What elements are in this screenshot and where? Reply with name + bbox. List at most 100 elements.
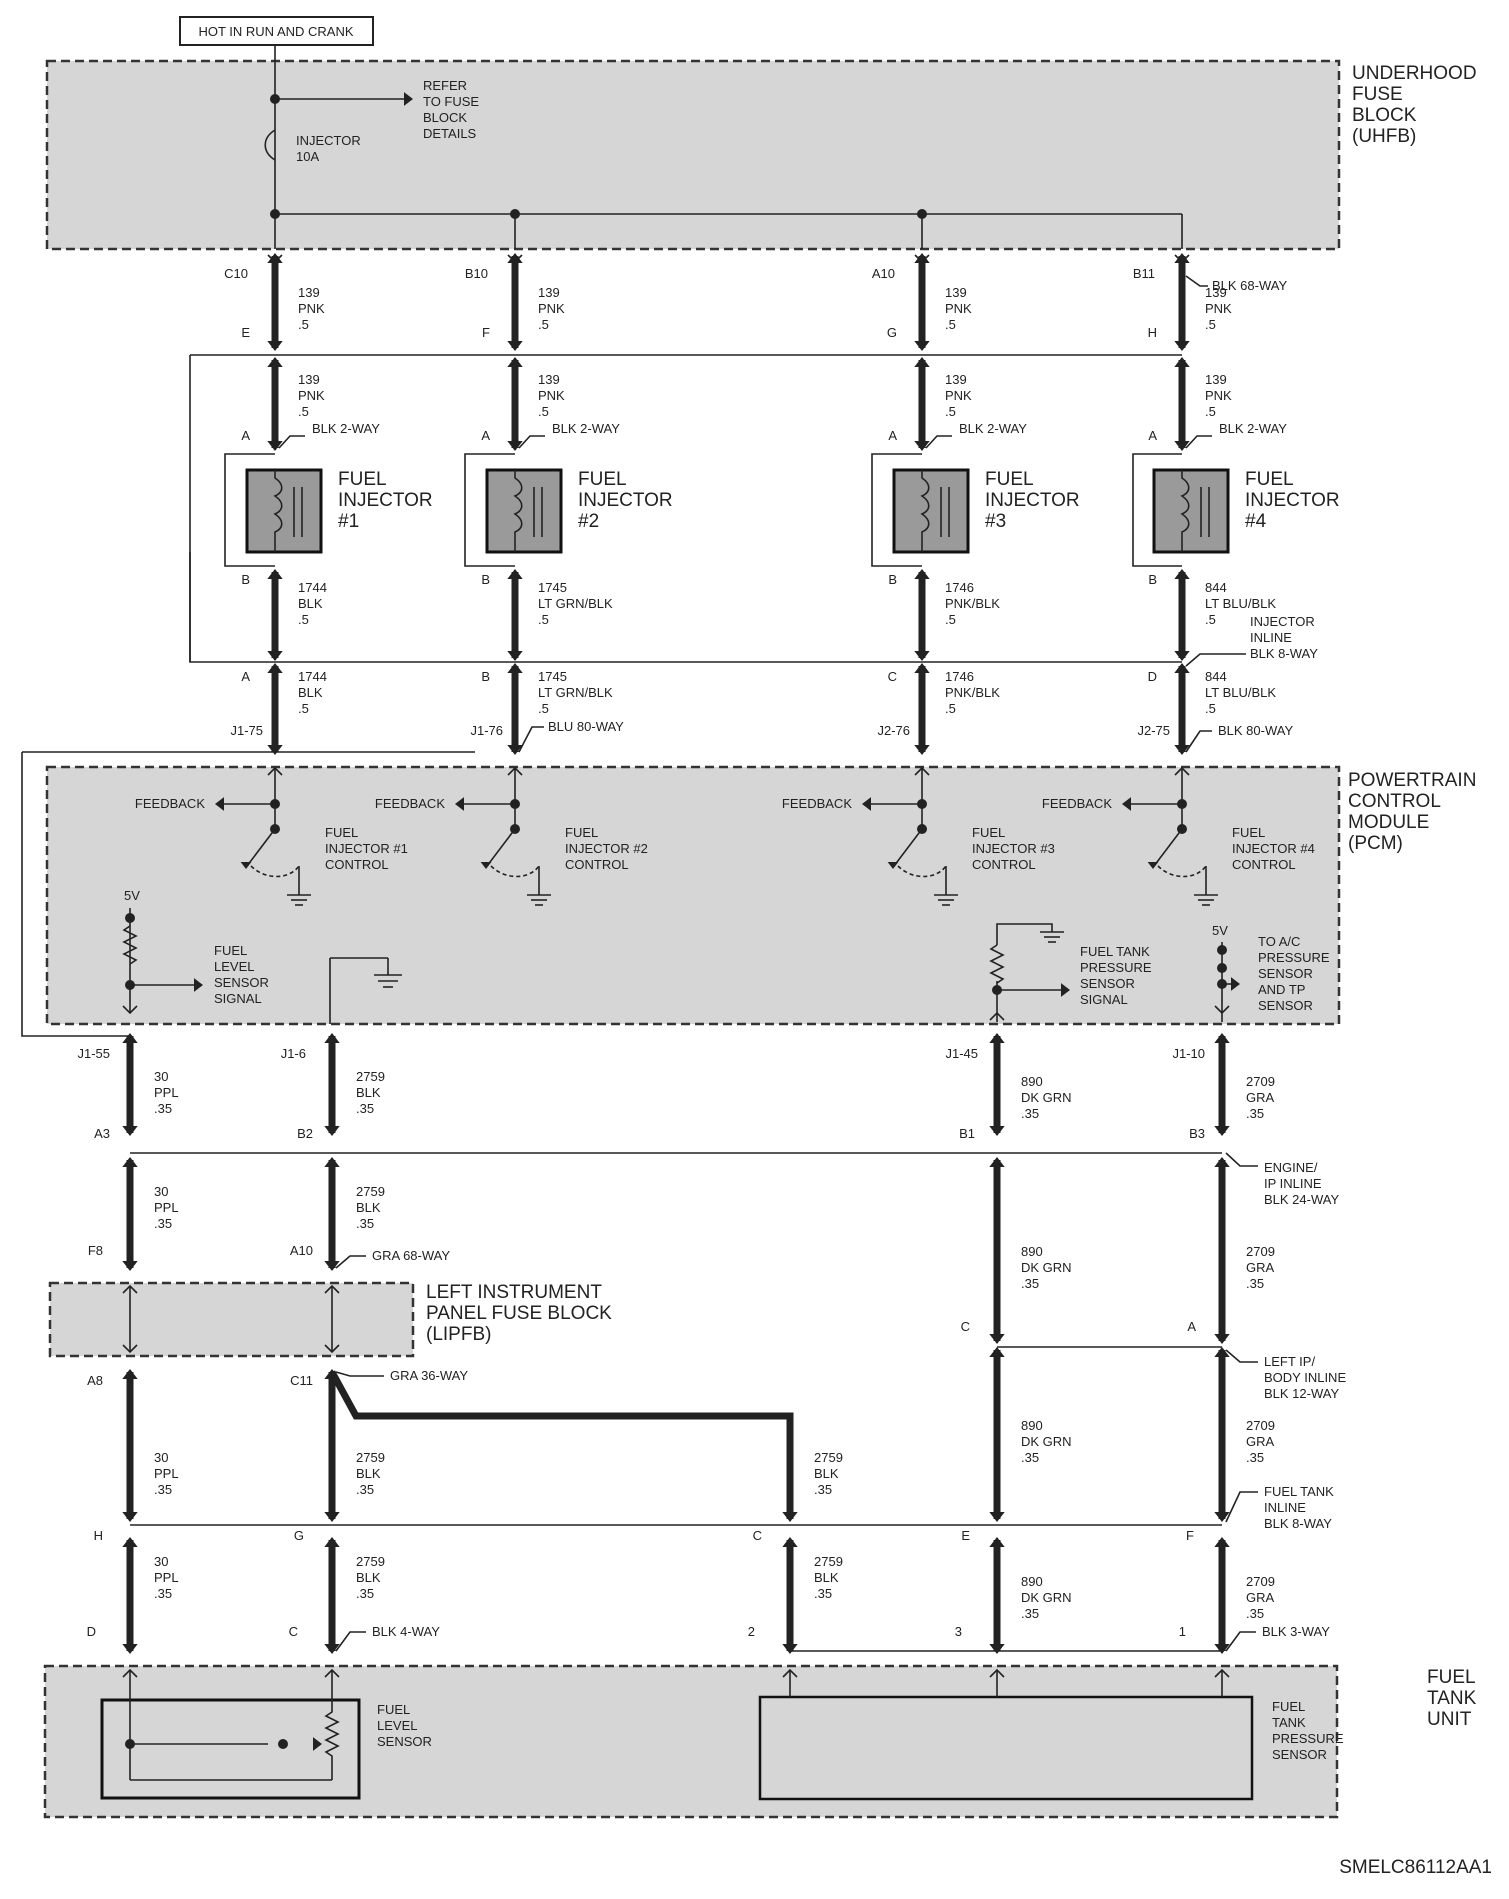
wire-spec-line: .35 xyxy=(154,1216,172,1231)
arrow-head xyxy=(989,1334,1005,1344)
refer-fuse-details-line: TO FUSE xyxy=(423,94,479,109)
pin-label: B1 xyxy=(959,1126,975,1141)
pin-label: H xyxy=(1148,325,1157,340)
uhfb-box xyxy=(45,59,1341,251)
injector-bracket xyxy=(464,453,515,567)
signal-arrow xyxy=(1061,983,1070,997)
pin-label: J2-76 xyxy=(877,723,910,738)
leader-line xyxy=(335,1631,366,1652)
wire-spec-line: 30 xyxy=(154,1554,168,1569)
wiper-arrow xyxy=(313,1737,322,1751)
arrow-head xyxy=(267,341,283,351)
feedback-label: FEEDBACK xyxy=(1042,796,1112,811)
connector-label-line: ENGINE/ xyxy=(1264,1160,1318,1175)
wire-spec-line: GRA xyxy=(1246,1434,1275,1449)
pin-label: C10 xyxy=(224,266,248,281)
pin-label: J1-6 xyxy=(281,1046,306,1061)
fuse-symbol-icon xyxy=(264,129,276,161)
wire-spec-line: PNK xyxy=(945,388,972,403)
wire-spec-line: DK GRN xyxy=(1021,1260,1072,1275)
connector-label: BLK 2-WAY xyxy=(312,421,380,436)
pin-label: H xyxy=(94,1528,103,1543)
wire-spec-line: 890 xyxy=(1021,1074,1043,1089)
wire-spec-line: 2709 xyxy=(1246,1244,1275,1259)
injector-control-label-line: FUEL xyxy=(1232,825,1265,840)
connector-label: BLU 80-WAY xyxy=(548,719,624,734)
fuel-tank-pressure-sensor-label-line: PRESSURE xyxy=(1272,1731,1344,1746)
arrow-head xyxy=(324,1512,340,1522)
arrow-head xyxy=(914,357,930,367)
pin-label: E xyxy=(241,325,250,340)
pin-label: G xyxy=(294,1528,304,1543)
pin-label: G xyxy=(887,325,897,340)
wire-spec-line: .35 xyxy=(1021,1106,1039,1121)
arrow-head xyxy=(267,663,283,673)
pin-label: B xyxy=(241,572,250,587)
connector-label: GRA 36-WAY xyxy=(390,1368,468,1383)
solenoid-coil xyxy=(920,470,930,552)
switch-dash xyxy=(490,865,540,878)
leader-line xyxy=(1225,1631,1256,1652)
signal-arrow xyxy=(194,978,203,992)
injector-title-line: #2 xyxy=(578,511,599,532)
pin-label: A3 xyxy=(94,1126,110,1141)
wire-spec-line: 2759 xyxy=(356,1554,385,1569)
wire-spec-line: PNK xyxy=(298,301,325,316)
injector-title-line: FUEL xyxy=(578,469,627,490)
arrow-head xyxy=(782,1644,798,1654)
pin-label: C xyxy=(289,1624,298,1639)
connector-label-line: LEFT IP/ xyxy=(1264,1354,1315,1369)
wire-spec-line: 30 xyxy=(154,1184,168,1199)
injector-bracket xyxy=(871,453,922,567)
pin-label: B10 xyxy=(465,266,488,281)
fuel-tank-label-line: FUEL xyxy=(1427,1667,1476,1688)
arrow-head xyxy=(989,1033,1005,1043)
pin-label: C11 xyxy=(290,1373,313,1388)
wire-spec-line: 2709 xyxy=(1246,1418,1275,1433)
fuel-level-signal-label-line: LEVEL xyxy=(214,959,254,974)
feedback-label: FEEDBACK xyxy=(135,796,205,811)
wire-spec-line: .5 xyxy=(945,612,956,627)
pin-label: J1-55 xyxy=(77,1046,110,1061)
pin-label: B xyxy=(481,572,490,587)
arrow-head xyxy=(507,745,523,755)
wire-spec-line: BLK xyxy=(356,1570,381,1585)
pin-label: B xyxy=(1148,572,1157,587)
leader-line xyxy=(1185,730,1212,753)
wire-spec-line: .5 xyxy=(298,317,309,332)
wire-spec-line: BLK xyxy=(298,685,323,700)
pin-label: 2 xyxy=(748,1624,755,1639)
arrow-head xyxy=(267,745,283,755)
pin-label: F8 xyxy=(88,1243,103,1258)
pin-label: B11 xyxy=(1133,266,1155,281)
wire-spec-line: 139 xyxy=(1205,285,1227,300)
arrow-head xyxy=(324,1033,340,1043)
wire-spec-line: .35 xyxy=(1021,1606,1039,1621)
arrow-head xyxy=(989,1644,1005,1654)
pin-label: B10 xyxy=(465,266,488,281)
pin-label: F xyxy=(482,325,490,340)
pin-label: A xyxy=(241,669,250,684)
arrow-head xyxy=(989,1347,1005,1357)
wire-spec-line: PPL xyxy=(154,1085,179,1100)
pcm-return-trace xyxy=(21,752,130,1037)
wire-spec-line: 139 xyxy=(538,372,560,387)
lipfb-label-line: PANEL FUSE BLOCK xyxy=(426,1303,612,1324)
pin-label: A3 xyxy=(94,1126,110,1141)
injector-bracket xyxy=(224,453,275,567)
wire-spec-line: 890 xyxy=(1021,1418,1043,1433)
pin-label: J1-75 xyxy=(230,723,263,738)
connector-label: BLK 3-WAY xyxy=(1262,1624,1330,1639)
wire-spec-line: PPL xyxy=(154,1200,179,1215)
arrow-head xyxy=(507,253,523,263)
